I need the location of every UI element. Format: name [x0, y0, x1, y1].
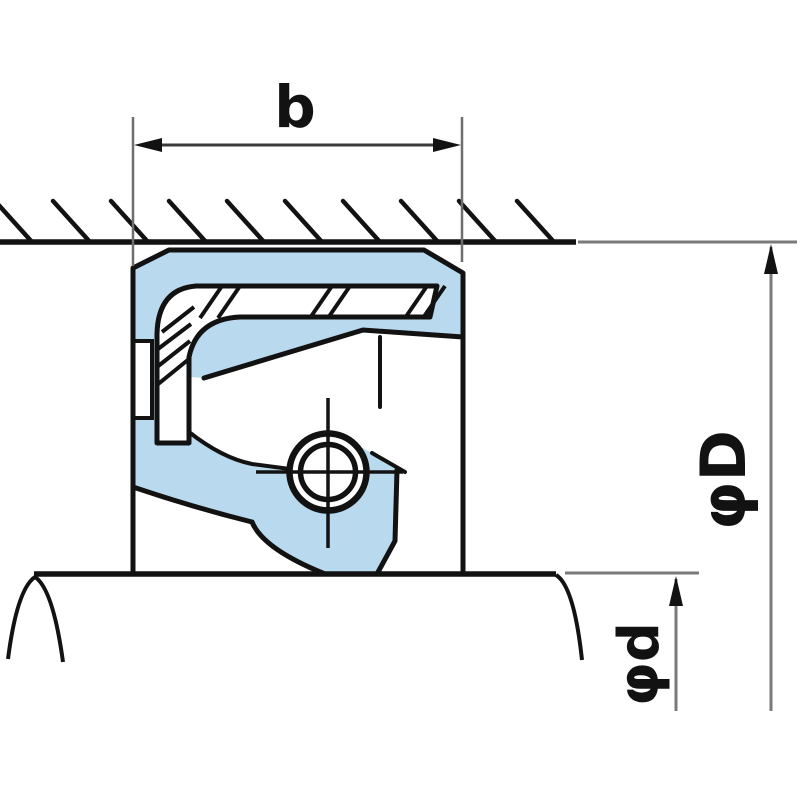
arrowhead-phi-d — [669, 576, 683, 606]
housing-bore-surface — [0, 198, 576, 245]
metal-insert-case — [154, 283, 447, 446]
arrowhead-phi-D — [764, 244, 778, 274]
spring-groove-edge — [187, 430, 292, 471]
membrane-inner-edge — [201, 327, 466, 381]
shaft-break-left — [6, 574, 65, 663]
lip-back-edge — [374, 467, 400, 577]
garter-spring — [256, 398, 403, 548]
metal-case-outline — [154, 283, 440, 446]
shaft — [6, 571, 584, 663]
housing-hatching — [0, 198, 557, 245]
label-b: b — [274, 73, 316, 141]
label-phi-D: φD — [687, 430, 760, 530]
dimension-b: b — [131, 73, 464, 266]
metal-case-hatching — [155, 284, 447, 387]
arrowhead-b-left — [134, 138, 162, 152]
shaft-break-right — [554, 573, 584, 661]
seal-profile-lines — [130, 327, 466, 577]
label-phi-d: φd — [607, 622, 672, 706]
case-notch — [131, 339, 154, 420]
seal-cavity-region — [189, 330, 463, 574]
dimension-phi-D: φD — [578, 240, 797, 711]
dimension-phi-d: φd — [565, 571, 699, 711]
spring-retainer-hook — [370, 451, 407, 474]
lip-front-curve — [130, 484, 328, 577]
arrowhead-b-right — [433, 138, 461, 152]
